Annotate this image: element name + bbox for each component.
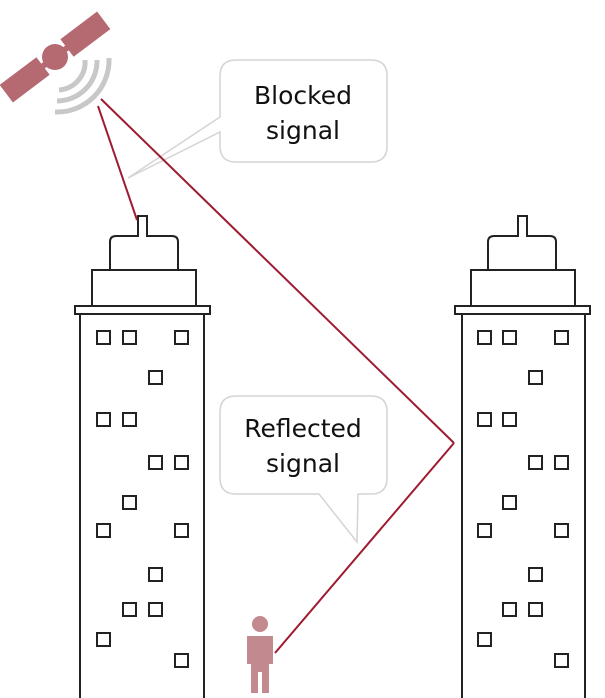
signal-paths (97, 98, 455, 654)
reflected-signal-line (274, 442, 455, 654)
building-left (74, 215, 211, 698)
building-right (454, 215, 591, 698)
callout-reflected-line2: signal (266, 449, 340, 478)
satellite-icon (0, 11, 111, 103)
person-icon (247, 616, 273, 693)
building-left-windows (96, 330, 189, 668)
callout-blocked-line1: Blocked (254, 81, 352, 110)
callout-blocked-line2: signal (266, 116, 340, 145)
callout-blocked: Blocked signal (127, 59, 388, 179)
building-right-windows (477, 330, 569, 668)
signal-waves-icon (54, 57, 112, 115)
callout-reflected-line1: Reflected (244, 414, 362, 443)
incident-signal-line (100, 98, 455, 444)
callout-reflected: Reflected signal (219, 395, 388, 545)
blocked-signal-line (97, 105, 138, 221)
